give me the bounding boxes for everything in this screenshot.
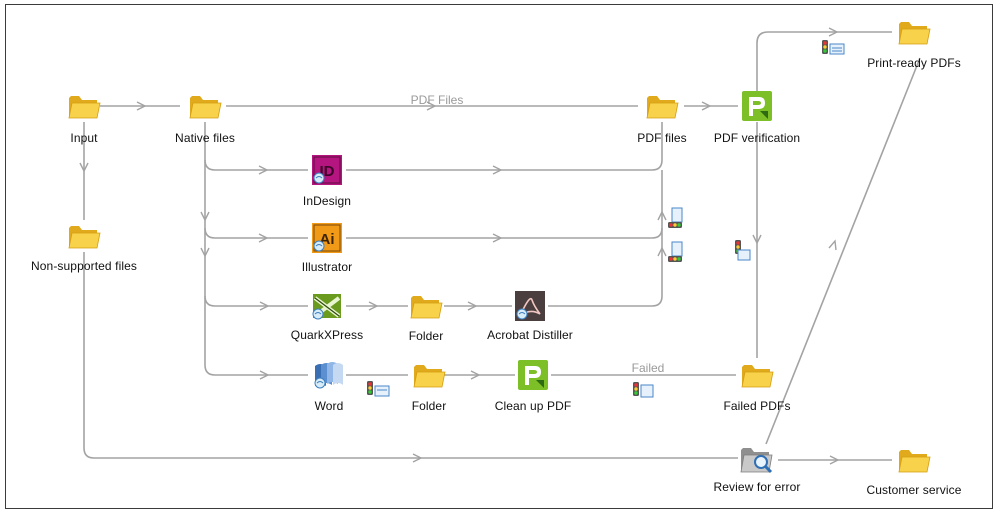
arrow-mark xyxy=(368,301,379,311)
node-folder-quark[interactable]: Folder xyxy=(409,296,443,343)
connector-indesign-pdffiles xyxy=(346,122,663,171)
folder-icon xyxy=(189,96,222,119)
pitstop-icon xyxy=(518,360,548,390)
folder-icon xyxy=(898,450,931,473)
diagram-frame xyxy=(5,4,993,509)
folder-icon xyxy=(68,96,101,119)
connector-distiller-pdffiles xyxy=(548,170,663,307)
review-folder-icon xyxy=(740,448,773,474)
acrobat-distiller-icon xyxy=(515,291,545,321)
arrow-mark xyxy=(828,239,837,251)
folder-icon xyxy=(741,365,774,388)
node-illustrator[interactable]: Ai Illustrator xyxy=(302,223,352,274)
node-customer-service[interactable]: Customer service xyxy=(867,450,961,497)
node-failed-pdfs[interactable]: Failed PDFs xyxy=(723,365,790,413)
node-label: Folder xyxy=(408,329,444,343)
connector-illustrator-pdffiles xyxy=(346,227,663,239)
node-print-ready-pdfs[interactable]: Print-ready PDFs xyxy=(867,22,961,70)
arrow-mark xyxy=(412,453,423,463)
edge-label-pdf-files: PDF Files xyxy=(410,93,464,107)
node-clean-up-pdf[interactable]: Clean up PDF xyxy=(495,360,571,413)
arrow-mark xyxy=(200,247,210,258)
node-label: Failed PDFs xyxy=(723,399,791,413)
node-label: Acrobat Distiller xyxy=(487,328,573,342)
edge-label-failed: Failed xyxy=(631,361,665,375)
connector-native-illustrator xyxy=(204,227,308,239)
arrow-mark xyxy=(79,162,89,173)
traffic-light-icon xyxy=(668,241,683,262)
node-pdf-files[interactable]: PDF files xyxy=(637,96,687,145)
node-label: Review for error xyxy=(713,480,801,494)
connector-verification-printready xyxy=(756,31,892,92)
folder-icon xyxy=(898,22,931,45)
folder-icon xyxy=(410,296,443,319)
node-non-supported-files[interactable]: Non-supported files xyxy=(31,226,137,273)
node-label: QuarkXPress xyxy=(290,328,364,342)
node-quarkxpress[interactable]: QuarkXPress xyxy=(291,294,363,342)
node-label: InDesign xyxy=(302,194,352,208)
arrow-mark xyxy=(492,165,503,175)
connector-nonsupported-review xyxy=(83,252,738,459)
node-input[interactable]: Input xyxy=(68,96,101,145)
node-label: Print-ready PDFs xyxy=(867,56,961,70)
arrow-mark xyxy=(136,101,147,111)
connector-native-trunk xyxy=(204,122,308,376)
arrow-mark xyxy=(752,234,762,245)
arrow-mark xyxy=(467,301,478,311)
node-label: Non-supported files xyxy=(31,259,137,273)
arrow-mark xyxy=(200,211,210,222)
node-label: Input xyxy=(70,131,98,145)
arrow-mark xyxy=(657,210,667,221)
node-indesign[interactable]: ID InDesign xyxy=(303,155,351,208)
node-folder-word[interactable]: Folder xyxy=(412,365,446,413)
arrow-mark xyxy=(258,233,269,243)
arrow-mark xyxy=(426,101,437,111)
illustrator-icon: Ai xyxy=(312,223,342,253)
arrow-mark xyxy=(701,101,712,111)
node-label: Clean up PDF xyxy=(494,399,572,413)
traffic-light-icon xyxy=(633,382,654,398)
connector-review-printready xyxy=(765,57,921,445)
node-review-for-error[interactable]: Review for error xyxy=(714,448,800,494)
word-icon xyxy=(314,362,343,389)
arrow-mark xyxy=(657,246,667,257)
arrow-mark xyxy=(492,233,503,243)
folder-icon xyxy=(68,226,101,249)
traffic-light-icon xyxy=(668,207,683,228)
indesign-icon: ID xyxy=(312,155,342,185)
node-label: Folder xyxy=(411,399,447,413)
node-label: PDF files xyxy=(637,131,687,145)
traffic-light-icon xyxy=(822,40,845,55)
arrow-mark xyxy=(259,301,270,311)
node-word[interactable]: Word xyxy=(314,362,343,413)
pitstop-icon xyxy=(742,91,772,121)
folder-icon xyxy=(413,365,446,388)
node-label: PDF verification xyxy=(713,131,801,145)
connector-native-indesign xyxy=(204,159,308,171)
quarkxpress-icon xyxy=(312,294,341,320)
node-label: Customer service xyxy=(866,483,962,497)
node-label: Word xyxy=(314,399,344,413)
node-pdf-verification[interactable]: PDF verification xyxy=(714,91,800,145)
node-label: Native files xyxy=(175,131,235,145)
folder-icon xyxy=(646,96,679,119)
node-acrobat-distiller[interactable]: Acrobat Distiller xyxy=(487,291,573,342)
arrow-mark xyxy=(258,165,269,175)
connector-native-quark xyxy=(204,295,308,307)
arrow-mark xyxy=(829,455,840,465)
traffic-light-icon xyxy=(367,381,390,397)
arrow-mark xyxy=(259,370,270,380)
node-native-files[interactable]: Native files xyxy=(175,96,235,145)
node-label: Illustrator xyxy=(301,260,353,274)
arrow-mark xyxy=(828,27,839,37)
arrow-mark xyxy=(470,370,481,380)
traffic-light-icon xyxy=(735,240,751,261)
